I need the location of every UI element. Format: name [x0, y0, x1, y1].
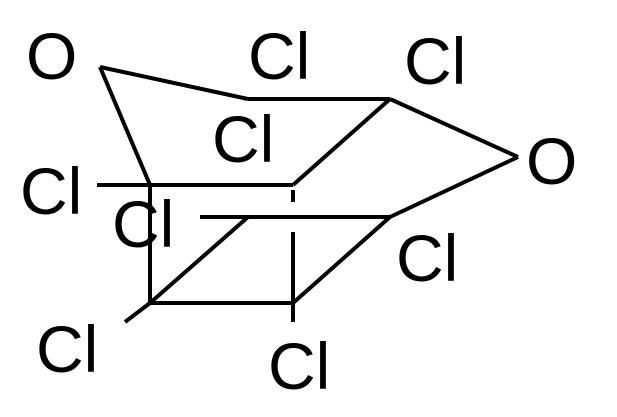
atom-label-cl7: Cl [36, 312, 98, 386]
atom-label-cl5: Cl [112, 187, 174, 261]
atom-label-cl4: Cl [212, 102, 274, 176]
bond-bottom-back-diagonal [291, 215, 392, 305]
atom-label-cl3: Cl [20, 154, 82, 228]
bond-top-diagonal [291, 97, 392, 187]
atom-labels: O Cl Cl Cl O Cl Cl Cl Cl Cl [20, 19, 577, 403]
atom-label-cl2: Cl [404, 24, 466, 98]
atom-label-cl6: Cl [396, 221, 458, 295]
bond-bottom-front-diagonal [148, 215, 250, 305]
bonds [97, 65, 519, 324]
atom-label-cl8: Cl [268, 329, 330, 403]
bond-o1-cl3-carbon [98, 66, 152, 186]
atom-label-o2: O [526, 124, 577, 198]
atom-label-cl1: Cl [248, 19, 310, 93]
bond-cl7-bond [123, 301, 152, 324]
bond-o1-cl1-carbon [99, 65, 249, 101]
bond-cl2-carbon-o2 [389, 97, 519, 159]
atom-label-o1: O [26, 19, 77, 93]
bond-o2-cl6-carbon [389, 155, 519, 219]
